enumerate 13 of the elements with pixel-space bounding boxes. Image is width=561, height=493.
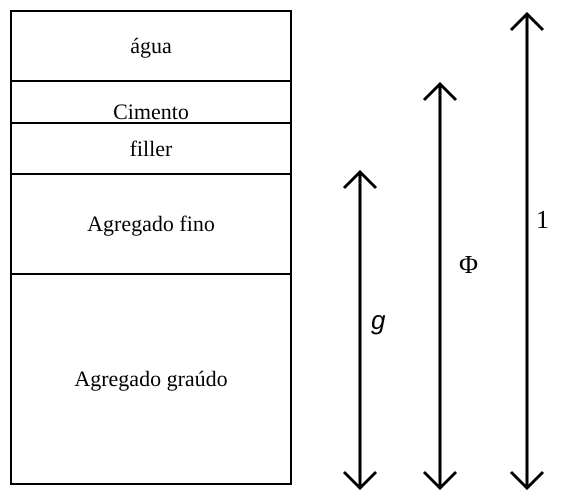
layer-box: [10, 273, 292, 485]
layer-box: [10, 173, 292, 275]
layer-label: filler: [130, 136, 172, 162]
dimension-label: Φ: [459, 250, 478, 280]
dimension-label: g: [371, 305, 386, 336]
layer-label: Agregado graúdo: [74, 366, 228, 392]
layer-label: água: [130, 33, 172, 59]
layer-box: [10, 122, 292, 175]
layer-box: [10, 10, 292, 82]
dimension-label: 1: [536, 205, 549, 235]
layer-label: Cimento: [113, 102, 189, 122]
layer-label: Agregado fino: [87, 211, 215, 237]
layer-box: [10, 80, 292, 124]
